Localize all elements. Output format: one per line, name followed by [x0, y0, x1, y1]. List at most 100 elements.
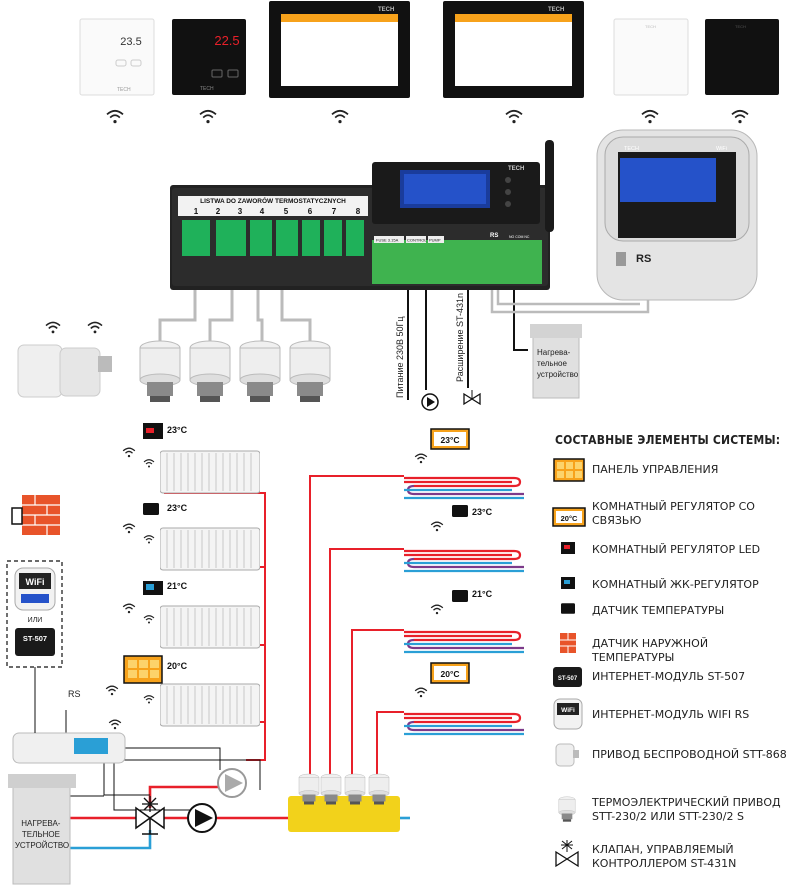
wifi-icon: [331, 109, 349, 124]
zone-label-6: 6: [308, 207, 313, 216]
floor-2-temp: 23°C: [472, 507, 493, 517]
legend-icon-st507: [553, 667, 582, 687]
radiator-1-regulator: 23°C: [122, 423, 188, 468]
zone-label-4: 4: [260, 207, 265, 216]
heating-device-bottom: НАГРЕВА- ТЕЛЬНОЕ УСТРОЙСТВО: [8, 774, 76, 885]
legend-item-regulator-link: КОМНАТНЫЙ РЕГУЛЯТОР СО СВЯЗЬЮ: [592, 500, 755, 527]
device-regulator-black: 22.5 TECH: [172, 19, 246, 95]
zone-label-2: 2: [216, 207, 221, 216]
wifi-icon: [199, 109, 217, 124]
rs-connection-label: RS: [68, 689, 81, 699]
relay-label: NO COM NC: [509, 235, 530, 239]
actuator-cables: [158, 262, 312, 345]
floor-4-regulator: 20°C: [414, 662, 470, 698]
wifi-icon: [87, 321, 103, 334]
wifi-icon: [414, 687, 428, 698]
radiator-4-temp: 20°C: [167, 661, 188, 671]
floor-3-regulator: 21°C: [430, 589, 493, 615]
wifi-icon: [143, 695, 155, 704]
wifi-icon: [122, 603, 136, 614]
zone-label-5: 5: [284, 207, 289, 216]
zone-label-1: 1: [194, 207, 199, 216]
radiator-1: [160, 450, 260, 494]
floor-1-regulator: 23°C: [414, 428, 470, 464]
wifi-icon: [122, 447, 136, 458]
device-panel-1: TECH: [269, 1, 410, 98]
wifi-icon: [105, 685, 119, 696]
radiator-4-regulator: 20°C: [105, 655, 188, 704]
legend-item-valve: КЛАПАН, УПРАВЛЯЕМЫЙ КОНТРОЛЛЕРОМ ST-431N: [592, 843, 737, 870]
legend-icon-stt230: [558, 796, 576, 822]
mixing-valve: [135, 796, 165, 835]
actuator-stt230-2: [189, 340, 231, 402]
device-sensor-white: TECH: [613, 18, 689, 96]
wireless-actuators-stt868: [17, 321, 112, 398]
control-label: CONTROL: [407, 238, 427, 243]
valve-strip-controller: LISTWA DO ZAWORÓW TERMOSTATYCZNYCH 1 2 3…: [170, 140, 554, 290]
pump-upper: [217, 768, 247, 798]
sensor-icon: [452, 505, 468, 517]
internet-module-choice: WiFi ИЛИ ST-507 RS: [6, 560, 81, 733]
floor-pipes: [309, 475, 404, 775]
device-panel-2: TECH: [443, 1, 584, 98]
valve-icon-top: [463, 390, 481, 406]
device-regulator-white: 23.5 TECH: [79, 18, 155, 96]
radiator-2-temp: 23°C: [167, 503, 188, 513]
wifi-icon: [414, 453, 428, 464]
legend-item-wifi-rs: ИНТЕРНЕТ-МОДУЛЬ WIFI RS: [592, 708, 750, 721]
wifi-icon: [641, 109, 659, 124]
legend-item-regulator-led: КОМНАТНЫЙ РЕГУЛЯТОР LED: [592, 543, 761, 556]
legend-title: СОСТАВНЫЕ ЭЛЕМЕНТЫ СИСТЕМЫ:: [555, 433, 781, 447]
power-supply-label: Питание 230В 50Гц: [395, 316, 405, 398]
strip-rs-label: RS: [490, 233, 498, 239]
floor-manifold: [288, 773, 400, 832]
sensor-white-brand: TECH: [645, 24, 656, 29]
pump-label: PUMP: [429, 238, 441, 243]
expansion-label: Расширение ST-431n: [455, 293, 465, 382]
wifi-rs-module: TECH WiFi RS: [596, 129, 758, 301]
strip-title: LISTWA DO ZAWORÓW TERMOSTATYCZNYCH: [200, 196, 346, 205]
heater-bottom-label: НАГРЕВА- ТЕЛЬНОЕ УСТРОЙСТВО: [15, 819, 69, 850]
radiator-3: [160, 605, 260, 649]
panel-1-brand: TECH: [378, 7, 394, 13]
choice-st507-label: ST-507: [23, 634, 47, 643]
module-rs-label: RS: [636, 253, 651, 265]
outdoor-sensor: [11, 495, 60, 535]
module-wifi-label: WiFi: [716, 146, 727, 152]
zone-label-3: 3: [238, 207, 243, 216]
actuator-stt230-3: [239, 340, 281, 402]
floor-loop-1: [404, 476, 524, 500]
zone-label-8: 8: [356, 207, 361, 216]
actuator-stt230-4: [289, 340, 331, 402]
legend-item-st507: ИНТЕРНЕТ-МОДУЛЬ ST-507: [592, 670, 746, 683]
wifi-icon: [106, 109, 124, 124]
floor-4-temp: 20°C: [441, 669, 460, 679]
actuator-stt230-1: [139, 340, 181, 402]
fuse-label: FUSE 3.15A: [376, 238, 399, 243]
wifi-icon: [143, 615, 155, 624]
wifi-icon: [731, 109, 749, 124]
wifi-icon: [505, 109, 523, 124]
sensor-black-brand: TECH: [735, 24, 746, 29]
radiator-4: [160, 683, 260, 727]
floor-2-regulator: 23°C: [430, 505, 493, 532]
regulator-black-brand: TECH: [200, 86, 214, 92]
st431n-controller: [12, 719, 126, 764]
zone-label-7: 7: [332, 207, 337, 216]
legend-item-lcd-regulator: КОМНАТНЫЙ ЖК-РЕГУЛЯТОР: [592, 578, 759, 591]
radiator-2-regulator: 23°C: [122, 503, 188, 544]
antenna: [545, 140, 554, 232]
radiator-3-temp: 21°C: [167, 581, 188, 591]
wifi-icon: [430, 521, 444, 532]
floor-loop-2: [404, 549, 524, 573]
floor-3-temp: 21°C: [472, 589, 493, 599]
module-brand: TECH: [624, 146, 639, 152]
device-sensor-black: TECH: [705, 19, 779, 95]
heating-device-top: Нагрева- тельное устройство: [530, 324, 582, 399]
legend-item-outdoor-sensor: ДАТЧИК НАРУЖНОЙ ТЕМПЕРАТУРЫ: [592, 637, 709, 664]
floor-loop-4: [404, 712, 524, 736]
radiator-3-regulator: 21°C: [122, 581, 188, 624]
legend-20c-label: 20°C: [561, 514, 578, 523]
